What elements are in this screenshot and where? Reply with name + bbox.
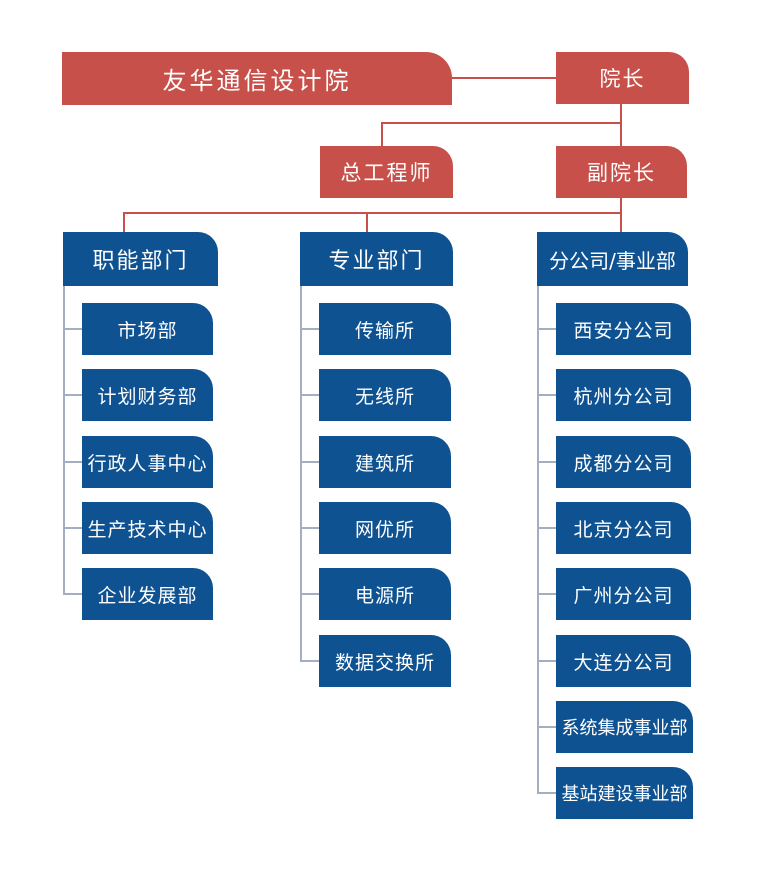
org-node: 杭州分公司 — [556, 369, 691, 421]
connector-leaf-stub — [537, 593, 556, 595]
org-node: 建筑所 — [319, 436, 451, 488]
connector-leaf-stub — [537, 527, 556, 529]
connector-root-president — [452, 77, 556, 79]
org-node: 北京分公司 — [556, 502, 691, 554]
connector-leaf-stub — [537, 726, 556, 728]
connector-leaf-stub — [63, 328, 82, 330]
connector-lower-branch — [123, 212, 622, 214]
node-chief-engineer: 总工程师 — [320, 146, 453, 198]
connector-leaf-stub — [300, 593, 319, 595]
connector-leaf-stub — [63, 527, 82, 529]
column-header-functional: 职能部门 — [63, 232, 218, 286]
node-root: 友华通信设计院 — [62, 52, 452, 105]
org-node: 基站建设事业部 — [556, 767, 693, 819]
org-node: 系统集成事业部 — [556, 701, 693, 753]
org-node: 无线所 — [319, 369, 451, 421]
connector-leaf-stub — [537, 660, 556, 662]
org-node: 计划财务部 — [82, 369, 213, 421]
org-node: 行政人事中心 — [82, 436, 213, 488]
connector-vice-president-down — [620, 198, 622, 232]
connector-column-spine — [300, 286, 302, 661]
org-node: 网优所 — [319, 502, 451, 554]
connector-professional-stub — [366, 212, 368, 233]
connector-leaf-stub — [537, 461, 556, 463]
org-node: 电源所 — [319, 568, 451, 620]
column-header-branches: 分公司/事业部 — [537, 232, 688, 286]
connector-leaf-stub — [63, 461, 82, 463]
connector-functional-stub — [123, 212, 125, 233]
node-president: 院长 — [556, 52, 689, 104]
connector-leaf-stub — [537, 394, 556, 396]
org-node: 广州分公司 — [556, 568, 691, 620]
org-node: 西安分公司 — [556, 303, 691, 355]
org-node: 成都分公司 — [556, 436, 691, 488]
org-node: 传输所 — [319, 303, 451, 355]
connector-leaf-stub — [300, 527, 319, 529]
connector-leaf-stub — [300, 328, 319, 330]
org-node: 企业发展部 — [82, 568, 213, 620]
column-header-professional: 专业部门 — [300, 232, 453, 286]
connector-column-spine — [63, 286, 65, 595]
connector-leaf-stub — [537, 792, 556, 794]
node-vice-president: 副院长 — [556, 146, 687, 198]
connector-upper-branch — [381, 122, 622, 124]
org-node: 生产技术中心 — [82, 502, 213, 554]
org-node: 市场部 — [82, 303, 213, 355]
connector-leaf-stub — [537, 328, 556, 330]
org-node: 大连分公司 — [556, 635, 691, 687]
org-node: 数据交换所 — [319, 635, 451, 687]
connector-president-down — [620, 104, 622, 146]
connector-leaf-stub — [300, 660, 319, 662]
connector-chief-engineer-stub — [381, 122, 383, 146]
connector-leaf-stub — [63, 394, 82, 396]
connector-leaf-stub — [300, 394, 319, 396]
connector-leaf-stub — [63, 593, 82, 595]
connector-column-spine — [537, 286, 539, 793]
connector-leaf-stub — [300, 461, 319, 463]
